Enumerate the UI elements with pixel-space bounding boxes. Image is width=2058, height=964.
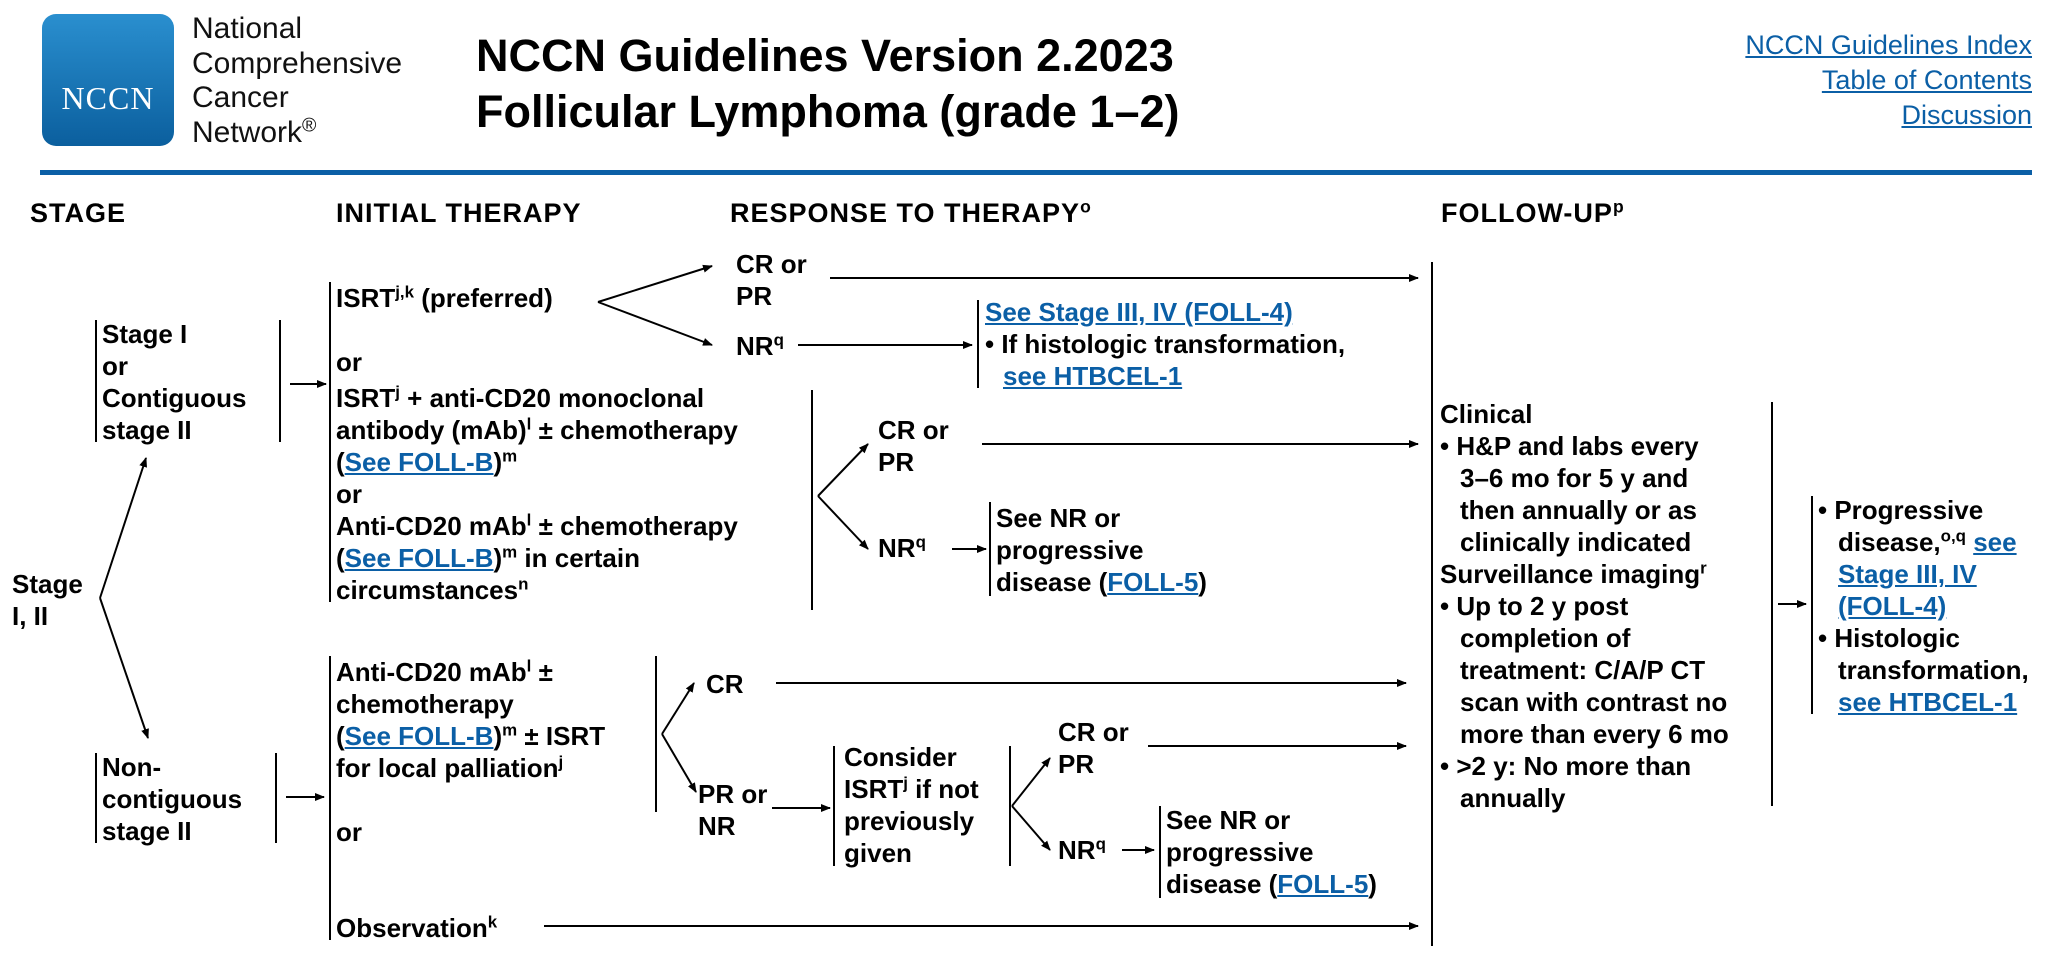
response-nr-2: NRq — [878, 532, 926, 563]
see-foll-b-link-2[interactable]: See FOLL-B — [344, 543, 494, 573]
col-header-stage: STAGE — [30, 198, 127, 228]
foll-4-link[interactable]: (FOLL-4) — [1838, 591, 1947, 621]
or-label: or — [336, 347, 362, 377]
response-cr-lower: CR — [706, 669, 744, 699]
org-name: National Comprehensive Cancer Network® — [192, 12, 403, 149]
table-of-contents-link[interactable]: Table of Contents — [1821, 65, 2032, 95]
see-foll-b-link[interactable]: See FOLL-B — [344, 447, 494, 477]
discussion-link[interactable]: Discussion — [1901, 100, 2032, 130]
top-links: NCCN Guidelines Index Table of Contents … — [1745, 28, 2032, 133]
col-header-initial-therapy: INITIAL THERAPY — [336, 198, 582, 228]
observation-option: Observationk — [336, 912, 498, 943]
outcome-box: • Progressive disease,o,q see Stage III,… — [1818, 495, 2029, 717]
or-label-2: or — [336, 817, 362, 847]
see-htbcel-link-2[interactable]: see HTBCEL-1 — [1838, 687, 2018, 717]
see-foll-b-link-3[interactable]: See FOLL-B — [344, 721, 494, 751]
col-header-followup: FOLLOW-UPp — [1441, 196, 1625, 228]
header-rule — [40, 170, 2032, 175]
nccn-logo — [42, 14, 174, 146]
isrt-preferred: ISRTj,k (preferred) — [336, 282, 553, 313]
foll-5-link-2[interactable]: FOLL-5 — [1277, 869, 1369, 899]
response-nr-lower: NRq — [1058, 834, 1106, 865]
page-title: NCCN Guidelines Version 2.2023 Follicula… — [476, 28, 1180, 140]
response-nr-1: NRq — [736, 330, 784, 361]
see-stage-iii-iv-link-2[interactable]: see — [1973, 527, 2017, 557]
stage-iii-iv-link[interactable]: Stage III, IV — [1838, 559, 1977, 589]
isrt-plus-mab-option: ISRTj + anti-CD20 monoclonal antibody (m… — [336, 382, 738, 605]
consider-isrt: Consider ISRTj if not previously given — [844, 742, 979, 868]
logo-text: NCCN — [61, 80, 155, 116]
foll-5-link[interactable]: FOLL-5 — [1107, 567, 1199, 597]
col-header-response: RESPONSE TO THERAPYo — [730, 196, 1092, 228]
anti-cd20-chemo-option: Anti-CD20 mAbl ± chemotherapy (See FOLL-… — [336, 656, 606, 783]
see-stage-box: See Stage III, IV (FOLL-4) • If histolog… — [985, 297, 1346, 391]
followup-clinical: Clinical • H&P and labs every 3–6 mo for… — [1440, 399, 1729, 813]
title-line-2: Follicular Lymphoma (grade 1–2) — [476, 86, 1180, 137]
see-htbcel-link[interactable]: see HTBCEL-1 — [1003, 361, 1183, 391]
title-line-1: NCCN Guidelines Version 2.2023 — [476, 30, 1174, 81]
guidelines-index-link[interactable]: NCCN Guidelines Index — [1745, 30, 2032, 60]
see-stage-iii-iv-link[interactable]: See Stage III, IV (FOLL-4) — [985, 297, 1293, 327]
